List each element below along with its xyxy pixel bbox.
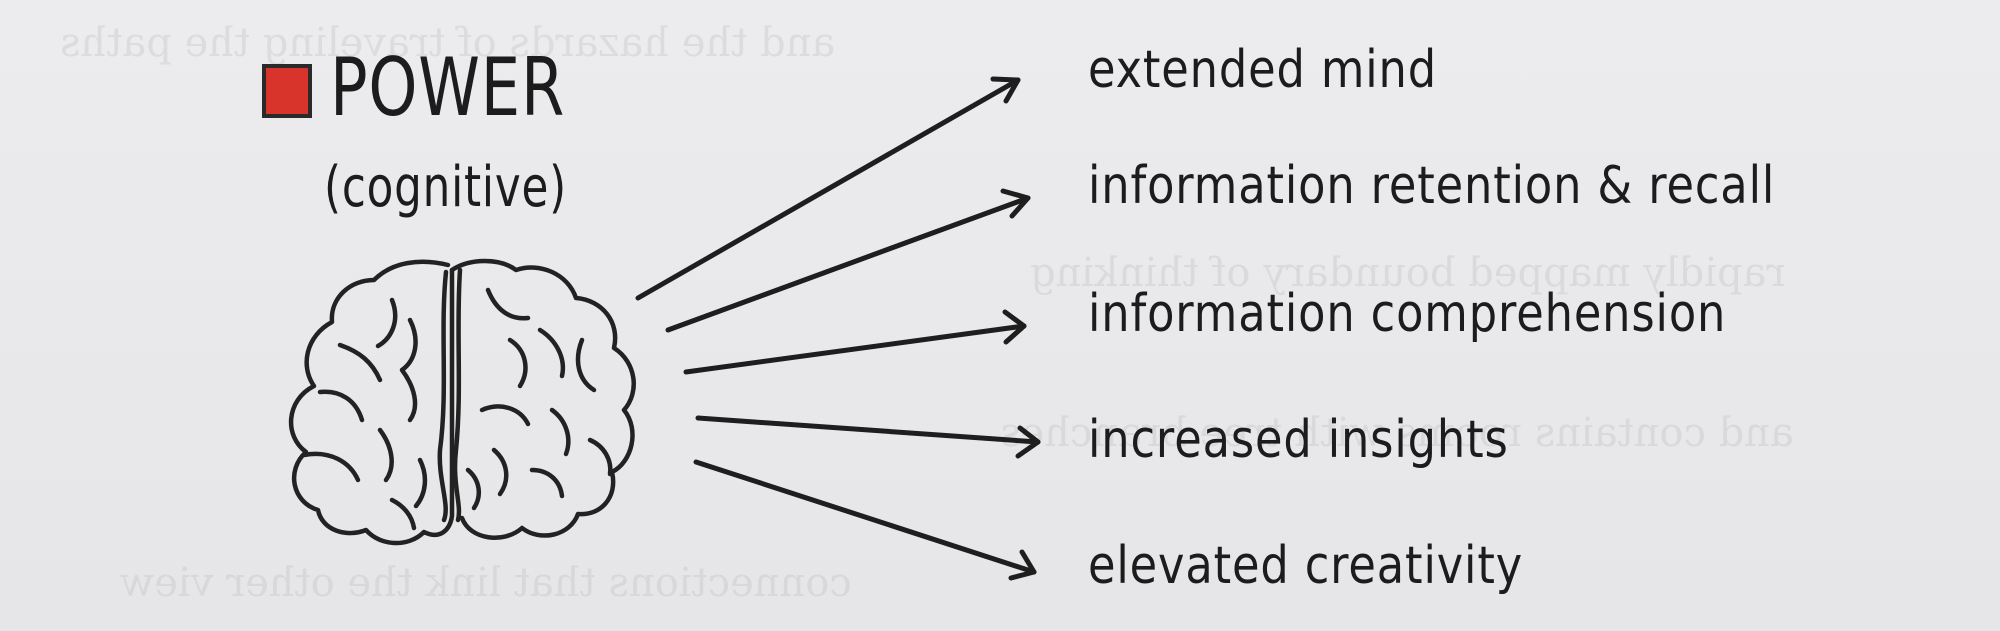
outcome-increased-insights: increased insights [1088, 410, 1509, 470]
arrow-elevated-creativity [693, 459, 1037, 581]
red-square-icon [262, 64, 312, 118]
outcome-information-comprehension: information comprehension [1088, 284, 1727, 344]
diagram-subtitle: (cognitive) [324, 155, 567, 220]
arrow-information-retention [665, 188, 1031, 333]
outcome-information-retention: information retention & recall [1088, 156, 1776, 216]
diagram-title: POWER [330, 41, 566, 134]
arrow-increased-insights [695, 415, 1041, 459]
outcome-extended-mind: extended mind [1088, 40, 1437, 100]
arrow-extended-mind [635, 76, 1021, 301]
outcome-elevated-creativity: elevated creativity [1088, 536, 1524, 596]
brain-icon [288, 258, 636, 546]
arrow-information-comprehension [683, 309, 1027, 375]
